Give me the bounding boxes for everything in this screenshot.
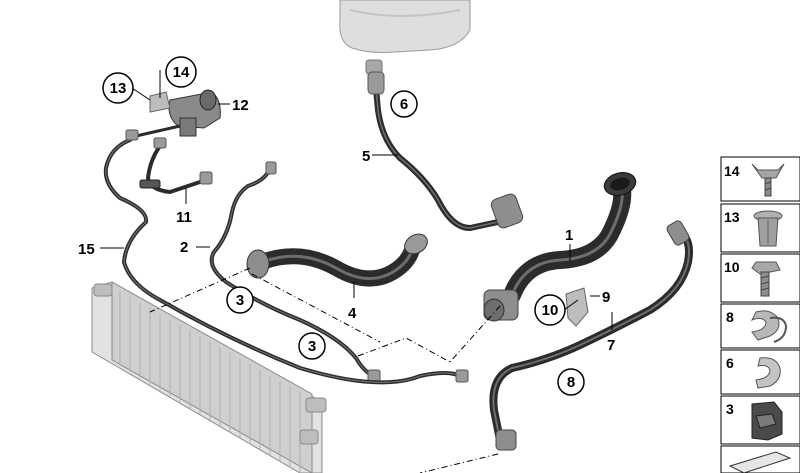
hose-1 (503, 172, 637, 304)
hose-7-8 (489, 220, 693, 451)
callout-10: 10 (542, 302, 559, 319)
legend-item-13: 13 (720, 203, 800, 253)
bracket-9 (565, 287, 589, 327)
callout-3b: 3 (308, 338, 316, 355)
callout-circle-8: 8 (557, 368, 585, 396)
callout-circle-6: 6 (390, 90, 418, 118)
callout-circle-3a: 3 (226, 286, 254, 314)
expansion-tank (339, 0, 471, 75)
hose-15 (103, 138, 469, 385)
screw-clip-icon (751, 163, 785, 197)
legend-item-6: 6 (720, 349, 800, 395)
double-hose-clip-icon (750, 310, 788, 343)
legend-item-10: 10 (720, 253, 800, 303)
hose-5 (367, 71, 524, 232)
legend-item-14: 14 (720, 156, 800, 202)
hose-4 (246, 233, 428, 287)
legend-item-8: 8 (720, 303, 800, 349)
callout-circle-13: 13 (102, 72, 134, 104)
legend-number-14: 14 (724, 163, 740, 179)
callout-1: 1 (565, 227, 573, 244)
valve-assembly-12 (125, 89, 221, 141)
thermostat-housing (483, 289, 519, 322)
hose-2 (209, 161, 381, 383)
radiator (91, 281, 327, 473)
callout-15: 15 (78, 241, 95, 258)
legend-number-13: 13 (724, 209, 740, 225)
callout-circle-14: 14 (165, 56, 197, 88)
callout-circle-3b: 3 (298, 332, 326, 360)
hose-11 (139, 137, 213, 195)
leader-lines (100, 70, 613, 330)
callout-8: 8 (567, 374, 575, 391)
legend-item-3: 3 (720, 395, 800, 445)
callout-9: 9 (602, 289, 610, 306)
hex-bolt-icon (751, 261, 781, 297)
dashed-leaders (149, 267, 501, 473)
callout-13: 13 (110, 80, 127, 97)
callout-5: 5 (362, 148, 370, 165)
parts-legend: 14 13 10 (720, 156, 800, 473)
callout-2: 2 (180, 239, 188, 256)
bracket-clip-icon (751, 401, 783, 441)
callout-7: 7 (607, 337, 615, 354)
callout-14: 14 (173, 64, 190, 81)
legend-item-partial (720, 445, 800, 473)
callout-3a: 3 (236, 292, 244, 309)
callout-4: 4 (348, 305, 357, 322)
expanding-nut-icon (753, 210, 783, 247)
legend-number-3: 3 (726, 401, 734, 417)
callout-circle-10: 10 (534, 294, 566, 326)
callout-12: 12 (232, 97, 249, 114)
callout-11: 11 (176, 209, 192, 226)
callout-6: 6 (400, 96, 408, 113)
legend-number-8: 8 (726, 309, 734, 325)
legend-number-6: 6 (726, 355, 734, 371)
single-hose-clip-icon (755, 357, 781, 389)
legend-number-10: 10 (724, 259, 740, 275)
